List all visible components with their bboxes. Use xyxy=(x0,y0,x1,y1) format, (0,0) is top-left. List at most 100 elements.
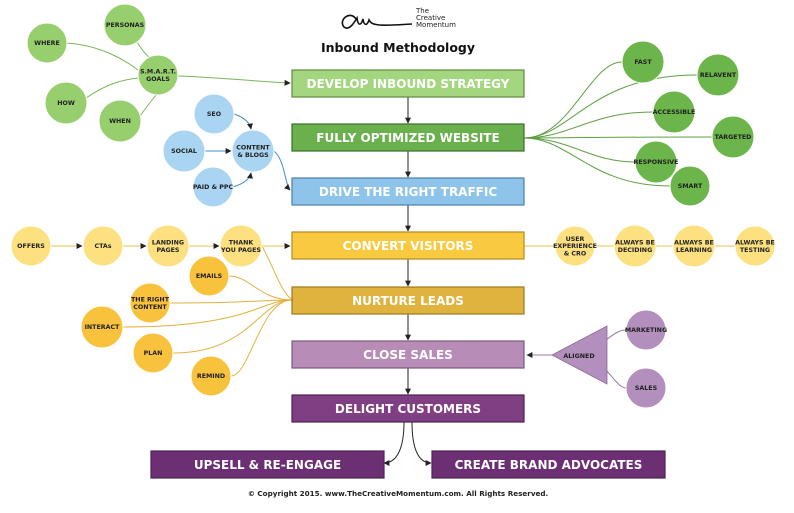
connector-arrow xyxy=(273,150,291,191)
node-how: HOW xyxy=(44,81,88,125)
node-remind-circle xyxy=(190,355,232,397)
connector-line xyxy=(605,329,627,341)
connector-lines xyxy=(51,41,735,466)
node-relavent-label: RELAVENT xyxy=(700,72,737,79)
connector-arrow xyxy=(177,75,291,86)
step-1-label: DEVELOP INBOUND STRATEGY xyxy=(307,77,510,91)
step-4-label: CONVERT VISITORS xyxy=(343,239,474,253)
node-landing-circle xyxy=(146,224,190,268)
node-rightcontent-label: CONTENT xyxy=(133,304,167,311)
step-6: CLOSE SALES xyxy=(291,340,525,369)
node-responsive: RESPONSIVE xyxy=(634,140,679,184)
step-3: DRIVE THE RIGHT TRAFFIC xyxy=(291,177,525,206)
connector-arrow xyxy=(411,421,432,466)
page-title: Inbound Methodology xyxy=(321,40,475,55)
node-social-circle xyxy=(162,129,206,173)
node-rightcontent-circle xyxy=(129,282,171,324)
node-accessible-label: ACCESSIBLE xyxy=(653,109,696,116)
outcome-2: CREATE BRAND ADVOCATES xyxy=(431,450,666,479)
node-when: WHEN xyxy=(98,99,142,143)
node-landing-label: LANDING xyxy=(152,240,184,247)
node-ux-label: & CRO xyxy=(564,250,587,257)
node-fast-circle xyxy=(621,40,665,84)
node-responsive-label: RESPONSIVE xyxy=(634,159,679,166)
connector-arrow xyxy=(232,172,253,188)
connector-line xyxy=(230,299,293,377)
connector-arrow xyxy=(233,113,253,130)
node-thankyou-label: THANK xyxy=(229,240,255,247)
node-sales-label: SALES xyxy=(635,385,658,392)
node-marketing: MARKETING xyxy=(625,309,667,351)
step-5: NURTURE LEADS xyxy=(291,286,525,315)
node-ctas-label: CTAs xyxy=(94,243,111,250)
node-sales: SALES xyxy=(625,367,667,409)
node-personas-circle xyxy=(103,3,147,47)
node-deciding-label: DECIDING xyxy=(618,247,653,254)
node-remind-label: REMIND xyxy=(197,373,225,380)
connector-line xyxy=(605,369,627,389)
logo-line-2: Creative xyxy=(416,14,445,22)
connector-line xyxy=(523,111,654,139)
node-aligned-triangle xyxy=(551,325,608,385)
node-landing-label: PAGES xyxy=(157,247,180,254)
node-remind: REMIND xyxy=(190,355,232,397)
node-smart-label: S.M.A.R.T. xyxy=(140,69,176,76)
node-paid: PAID & PPC xyxy=(192,166,234,208)
node-fast-label: FAST xyxy=(634,59,652,66)
node-relavent: RELAVENT xyxy=(696,53,740,97)
node-thankyou-circle xyxy=(219,224,263,268)
step-2-label: FULLY OPTIMIZED WEBSITE xyxy=(316,131,499,145)
node-targeted: TARGETED xyxy=(711,115,755,159)
step-4-box xyxy=(291,231,525,260)
node-testing-label: ALWAYS BE xyxy=(735,240,775,247)
node-ctas-circle xyxy=(82,225,124,267)
logo-signature-mark xyxy=(341,14,413,29)
connector-line xyxy=(523,137,636,163)
node-interact: INTERACT xyxy=(80,305,124,349)
connector-line xyxy=(139,94,157,117)
node-accessible: ACCESSIBLE xyxy=(652,90,696,134)
step-6-box xyxy=(291,340,525,369)
node-accessible-circle xyxy=(652,90,696,134)
node-how-circle xyxy=(44,81,88,125)
node-personas: PERSONAS xyxy=(103,3,147,47)
node-emails-circle xyxy=(188,255,230,297)
node-smart: S.M.A.R.T.GOALS xyxy=(137,54,179,96)
connector-line xyxy=(228,275,293,301)
outcome-1: UPSELL & RE-ENGAGE xyxy=(150,450,385,479)
node-ctas: CTAs xyxy=(82,225,124,267)
outcome-2-box xyxy=(431,450,666,479)
step-3-label: DRIVE THE RIGHT TRAFFIC xyxy=(319,185,497,199)
outcome-1-box xyxy=(150,450,385,479)
footer-copyright: © Copyright 2015. www.TheCreativeMomentu… xyxy=(248,489,549,498)
step-1-box xyxy=(291,69,525,98)
node-seo: SEO xyxy=(193,93,235,135)
node-smart-circle xyxy=(137,54,179,96)
node-plan: PLAN xyxy=(132,332,174,374)
node-content-label: CONTENT xyxy=(236,145,270,152)
node-learning-label: ALWAYS BE xyxy=(674,240,714,247)
concept-nodes: S.M.A.R.T.GOALSPERSONASWHEREHOWWHENFASTR… xyxy=(10,3,776,409)
node-paid-circle xyxy=(192,166,234,208)
connector-arrow xyxy=(383,421,405,466)
node-deciding-label: ALWAYS BE xyxy=(615,240,655,247)
step-6-label: CLOSE SALES xyxy=(363,348,453,362)
logo-line-1: The xyxy=(415,7,429,15)
outcome-2-label: CREATE BRAND ADVOCATES xyxy=(455,458,643,472)
node-personas-label: PERSONAS xyxy=(106,22,145,29)
connector-line xyxy=(523,136,713,139)
node-learning-label: LEARNING xyxy=(676,247,712,254)
node-content-circle xyxy=(231,129,275,173)
node-interact-label: INTERACT xyxy=(85,324,121,331)
connector-line xyxy=(523,61,623,139)
node-offers: OFFERS xyxy=(10,225,52,267)
connector-line xyxy=(169,299,293,304)
node-targeted-label: TARGETED xyxy=(715,134,752,141)
logo: The Creative Momentum xyxy=(341,7,456,29)
node-ux-label: USER xyxy=(566,236,585,243)
